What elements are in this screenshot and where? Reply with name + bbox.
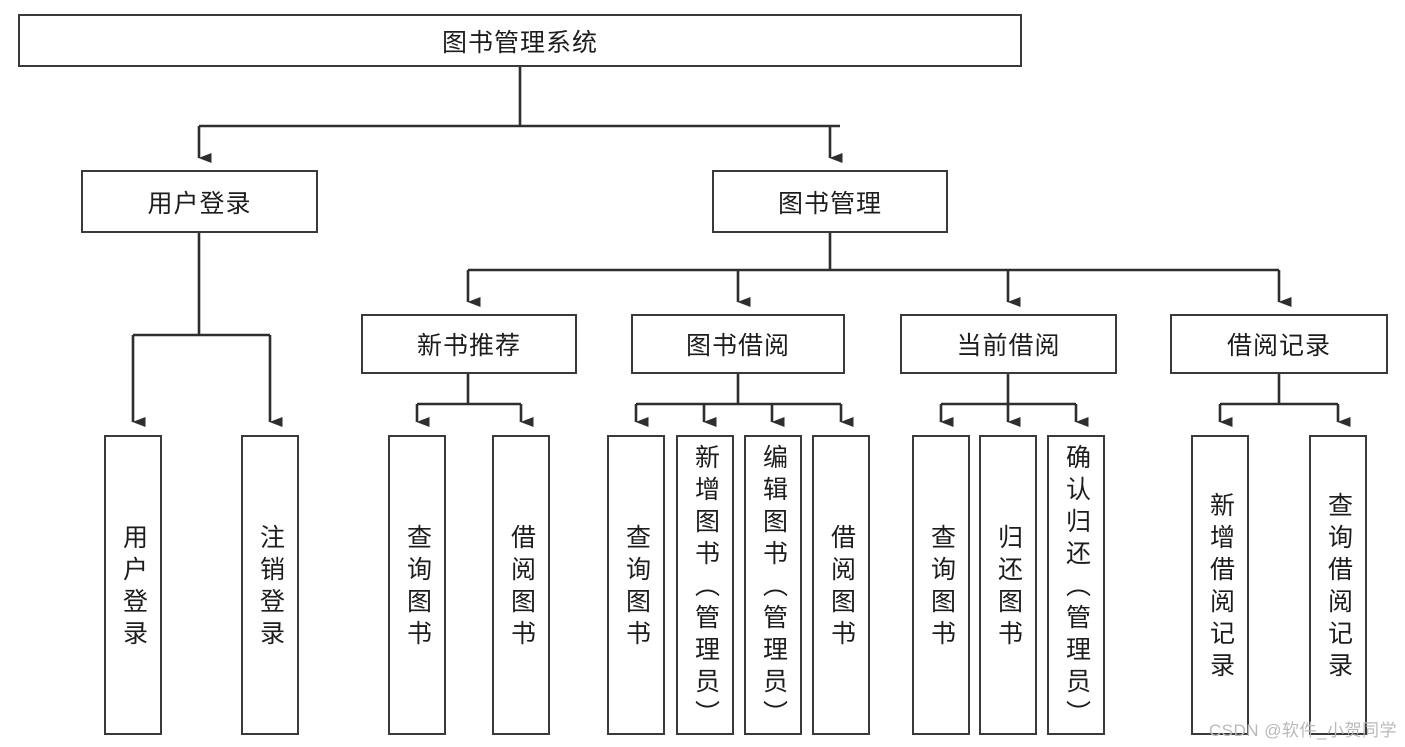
leaf-query-book-borrow[interactable]: 查询图书 xyxy=(607,435,665,735)
leaf-label: 查询图书 xyxy=(403,524,432,652)
leaf-add-borrow-record[interactable]: 新增借阅记录 xyxy=(1191,435,1249,735)
node-book-borrow[interactable]: 图书借阅 xyxy=(631,314,845,374)
leaf-label: 注销登录 xyxy=(256,524,285,652)
csdn-watermark: CSDN @软件_小贺同学 xyxy=(1208,721,1397,740)
leaf-label: 用户登录 xyxy=(119,524,148,652)
leaf-borrow-book[interactable]: 借阅图书 xyxy=(812,435,870,735)
leaf-label: 归还图书 xyxy=(994,524,1023,652)
leaf-label: 查询借阅记录 xyxy=(1324,492,1353,684)
leaf-add-book-admin[interactable]: 新增图书（管理员） xyxy=(676,435,734,735)
leaf-label: 编辑图书（管理员） xyxy=(759,444,788,732)
node-root[interactable]: 图书管理系统 xyxy=(18,14,1022,67)
leaf-query-book-current[interactable]: 查询图书 xyxy=(912,435,970,735)
leaf-query-book-recommend[interactable]: 查询图书 xyxy=(388,435,446,735)
node-book-management[interactable]: 图书管理 xyxy=(712,170,948,233)
leaf-label: 借阅图书 xyxy=(507,524,536,652)
leaf-confirm-return-admin[interactable]: 确认归还（管理员） xyxy=(1047,435,1105,735)
leaf-borrow-book-recommend[interactable]: 借阅图书 xyxy=(492,435,550,735)
node-current-borrow[interactable]: 当前借阅 xyxy=(900,314,1117,374)
leaf-edit-book-admin[interactable]: 编辑图书（管理员） xyxy=(744,435,802,735)
node-new-book-recommend[interactable]: 新书推荐 xyxy=(361,314,577,374)
leaf-user-login[interactable]: 用户登录 xyxy=(104,435,162,735)
leaf-label: 借阅图书 xyxy=(827,524,856,652)
leaf-return-book[interactable]: 归还图书 xyxy=(979,435,1037,735)
leaf-label: 新增借阅记录 xyxy=(1206,492,1235,684)
leaf-logout[interactable]: 注销登录 xyxy=(241,435,299,735)
leaf-label: 新增图书（管理员） xyxy=(691,444,720,732)
leaf-label: 查询图书 xyxy=(927,524,956,652)
node-borrow-record[interactable]: 借阅记录 xyxy=(1170,314,1388,374)
node-user-login[interactable]: 用户登录 xyxy=(81,170,318,233)
leaf-label: 查询图书 xyxy=(622,524,651,652)
leaf-query-borrow-record[interactable]: 查询借阅记录 xyxy=(1309,435,1367,735)
leaf-label: 确认归还（管理员） xyxy=(1062,444,1091,732)
